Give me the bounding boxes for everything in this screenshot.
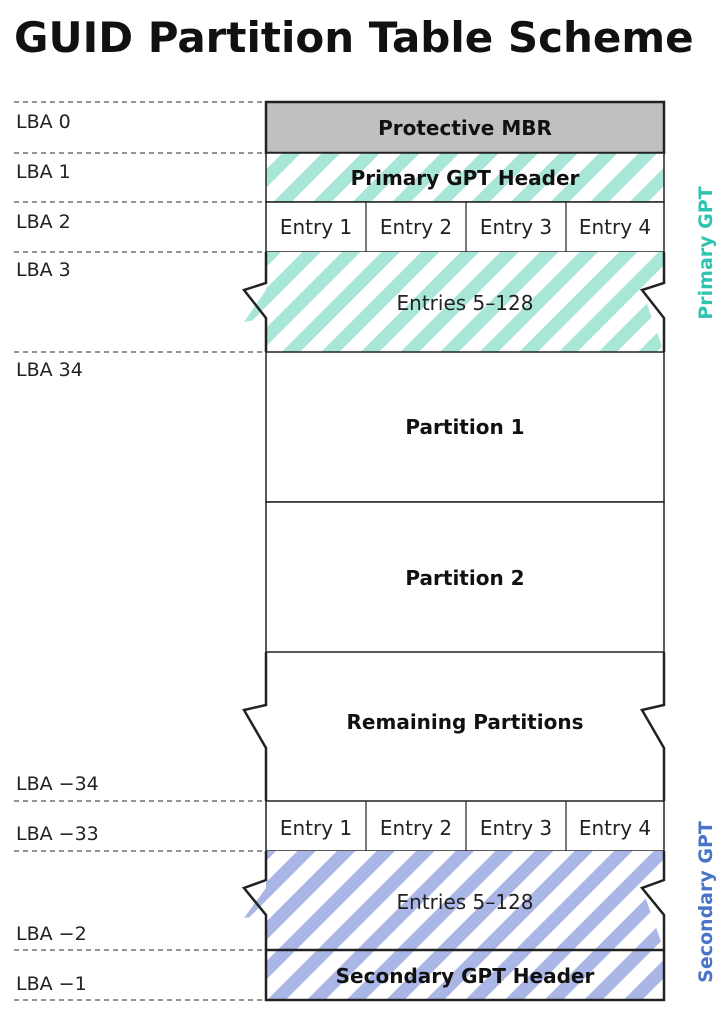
primary-entries-rest-label: Entries 5–128 bbox=[397, 291, 534, 315]
lba-label-minus-34: LBA −34 bbox=[16, 773, 99, 795]
partition-2-label: Partition 2 bbox=[405, 566, 524, 590]
secondary-torn-left bbox=[241, 851, 268, 950]
lba-label-34: LBA 34 bbox=[16, 359, 83, 381]
primary-entry-3: Entry 3 bbox=[480, 215, 552, 239]
secondary-entry-1: Entry 1 bbox=[280, 816, 352, 840]
lba-label-3: LBA 3 bbox=[16, 259, 71, 281]
lba-label-0: LBA 0 bbox=[16, 111, 71, 133]
partition-1-block bbox=[265, 351, 665, 503]
diagram-title: GUID Partition Table Scheme bbox=[14, 13, 694, 62]
remaining-torn-left bbox=[242, 652, 268, 801]
secondary-gpt-header-block bbox=[264, 948, 666, 1002]
secondary-gpt-header-label: Secondary GPT Header bbox=[336, 964, 595, 988]
secondary-torn-right bbox=[639, 851, 666, 950]
lba-label-2: LBA 2 bbox=[16, 211, 71, 233]
remaining-torn-right bbox=[640, 652, 666, 801]
primary-entry-1: Entry 1 bbox=[280, 215, 352, 239]
primary-torn-left bbox=[241, 252, 268, 352]
primary-entry-2: Entry 2 bbox=[380, 215, 452, 239]
secondary-entries-row bbox=[265, 800, 665, 852]
secondary-entry-2: Entry 2 bbox=[380, 816, 452, 840]
lba-label-1: LBA 1 bbox=[16, 161, 71, 183]
lba-label-minus-33: LBA −33 bbox=[16, 823, 99, 845]
primary-gpt-header-block bbox=[265, 152, 665, 203]
primary-entries-row bbox=[265, 201, 665, 253]
secondary-entries-rest-label: Entries 5–128 bbox=[397, 890, 534, 914]
lba-guides bbox=[14, 101, 266, 1001]
secondary-gpt-side-label: Secondary GPT bbox=[695, 821, 717, 983]
remaining-partitions-label: Remaining Partitions bbox=[347, 710, 584, 734]
secondary-entry-3: Entry 3 bbox=[480, 816, 552, 840]
primary-gpt-side-label: Primary GPT bbox=[695, 186, 717, 319]
primary-entries-rest-fill bbox=[244, 252, 664, 352]
secondary-entry-4: Entry 4 bbox=[579, 816, 651, 840]
primary-entry-4: Entry 4 bbox=[579, 215, 651, 239]
lba-label-minus-1: LBA −1 bbox=[16, 973, 87, 995]
lba-label-minus-2: LBA −2 bbox=[16, 923, 87, 945]
primary-gpt-header-label: Primary GPT Header bbox=[351, 166, 580, 190]
partition-1-label: Partition 1 bbox=[405, 415, 524, 439]
secondary-entries-rest-fill bbox=[244, 851, 664, 950]
partition-2-block bbox=[265, 501, 665, 653]
protective-mbr-label: Protective MBR bbox=[378, 116, 552, 140]
primary-torn-right bbox=[639, 252, 666, 352]
